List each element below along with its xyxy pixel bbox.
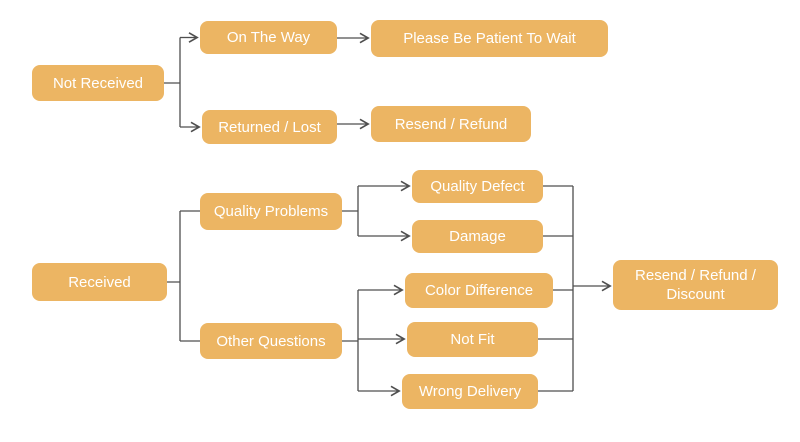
edge-converge-bracket [538, 185, 574, 392]
node-damage: Damage [412, 220, 543, 253]
node-quality-defect: Quality Defect [412, 170, 543, 203]
node-resend-refund-discount: Resend / Refund / Discount [613, 260, 778, 310]
node-wrong-delivery: Wrong Delivery [402, 374, 538, 409]
edge-other-questions-split [342, 290, 359, 391]
node-other-questions: Other Questions [200, 323, 342, 359]
node-received: Received [32, 263, 167, 301]
node-please-be-patient-to-wait: Please Be Patient To Wait [371, 20, 608, 57]
node-not-fit: Not Fit [407, 322, 538, 357]
node-quality-problems: Quality Problems [200, 193, 342, 230]
node-on-the-way: On The Way [200, 21, 337, 54]
node-resend-refund: Resend / Refund [371, 106, 531, 142]
node-returned-lost: Returned / Lost [202, 110, 337, 144]
edge-received-split [167, 210, 200, 342]
node-not-received: Not Received [32, 65, 164, 101]
edge-not-received-split [164, 37, 181, 127]
edge-quality-problems-split [342, 186, 359, 236]
node-color-difference: Color Difference [405, 273, 553, 308]
